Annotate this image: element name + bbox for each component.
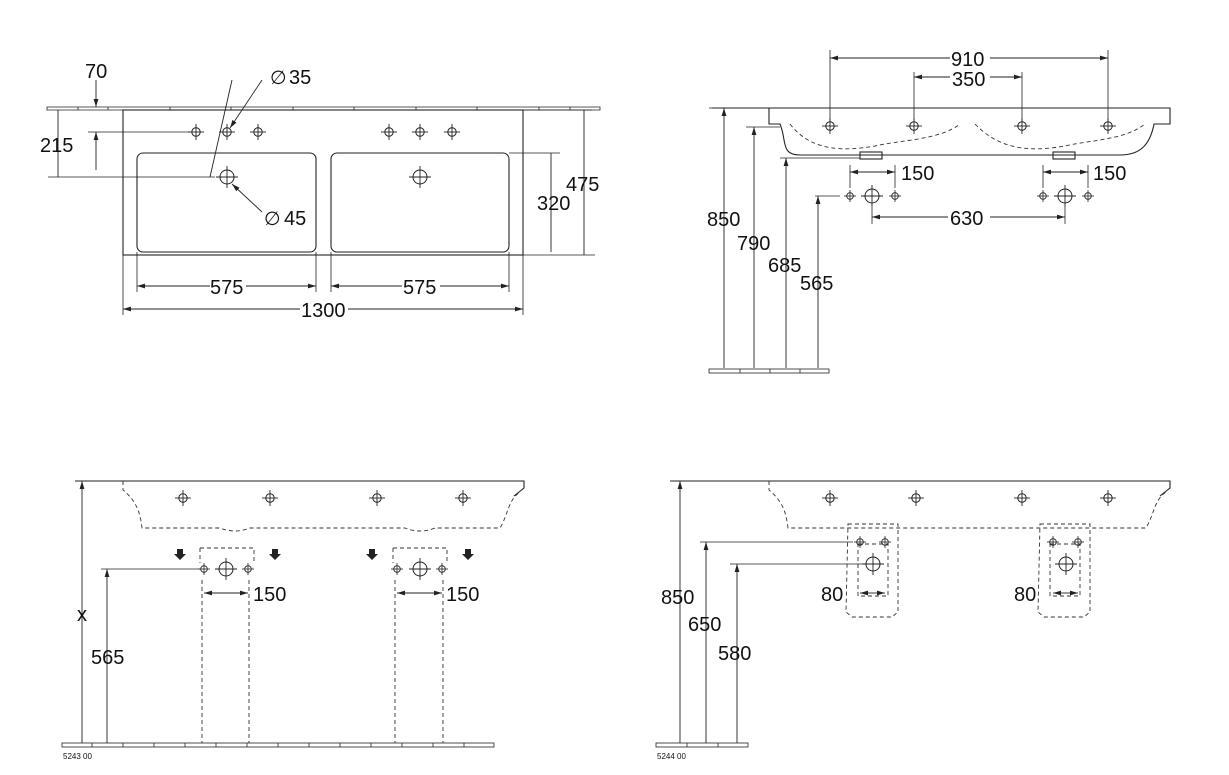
tap-hole-icon [174,489,192,507]
dim-inner-taps: 350 [952,69,985,91]
waste-hole-icon [215,165,239,189]
dim-outer-taps: 910 [951,49,984,71]
dim-outlet-height: 565 [91,647,124,669]
fixing-point-icon [853,535,867,549]
dim-outlet: 580 [718,643,751,665]
pedestal-view: 150 150 x 565 5243 00 [61,480,525,761]
right-bowl [330,152,510,253]
tap-hole-icon [454,489,472,507]
arrow-down-icon [366,549,378,560]
left-semipedestal [845,523,899,618]
top-view: 70 215 ∅ 35 ∅ 45 320 475 575 575 [40,61,601,322]
right-outlet [1052,151,1076,160]
dim-tap-spacing-right: 150 [1093,163,1126,185]
arrow-down-icon [462,549,474,560]
tap-hole-icon [905,117,923,135]
waste-hole-icon [408,165,432,189]
fixing-point-icon [1046,535,1060,549]
dim-height-bowl: 790 [737,233,770,255]
tap-hole-icon [1099,117,1117,135]
basin-outline [122,109,524,256]
dim-width-left: 80 [821,584,843,606]
diameter-icon: ∅ [270,67,287,89]
diameter-icon: ∅ [264,208,281,230]
tap-hole-icon [187,123,205,141]
tap-hole-icon [380,123,398,141]
fixing-point-icon [435,562,449,576]
drawing-code: 5244 00 [657,752,686,761]
dim-depth-to-hole: 215 [40,135,73,157]
tap-hole-icon [821,117,839,135]
basin-front-outline [712,107,1171,156]
left-bowl [136,152,317,253]
waste-hole-icon [408,557,432,581]
floor-line [655,742,749,748]
fixing-point-icon [1036,189,1050,203]
dim-height-waste: 685 [768,255,801,277]
fixing-point-icon [1081,189,1095,203]
dim-total-width: 1300 [301,300,346,322]
right-semipedestal [1037,523,1091,618]
tap-hole-icon [821,489,839,507]
fixing-point-icon [1071,535,1085,549]
dim-height-top: 850 [707,209,740,231]
tap-hole-icon [261,489,279,507]
fixing-point-icon [843,189,857,203]
dim-waste-hole: 45 [284,208,306,230]
dim-bowl-width-right: 575 [403,277,436,299]
dim-tap-spacing-left: 150 [901,163,934,185]
left-outlet [859,151,883,160]
tap-hole-icon [368,489,386,507]
waste-hole-icon [1053,184,1077,208]
dim-mid: 650 [688,614,721,636]
fixing-point-icon [888,189,902,203]
dim-total-depth: 475 [566,174,599,196]
dim-bowl-width-left: 575 [210,277,243,299]
arrow-down-icon [174,549,186,560]
dim-top: 850 [661,587,694,609]
arrow-down-icon [269,549,281,560]
fixing-point-icon [878,535,892,549]
dim-bowl-depth: 320 [537,193,570,215]
drawing-code: 5243 00 [63,752,92,761]
dim-tap-hole: 35 [289,67,311,89]
dim-width-right: 80 [1014,584,1036,606]
tap-hole-icon [907,489,925,507]
dim-spacing-right: 150 [446,584,479,606]
floor-line [708,368,830,374]
dim-spacing-left: 150 [253,584,286,606]
dim-waste-spacing: 630 [950,208,983,230]
dim-height-outlet: 565 [800,273,833,295]
waste-hole-icon [214,557,238,581]
tap-hole-icon [1013,489,1031,507]
fixing-point-icon [390,562,404,576]
semipedestal-view: 80 80 850 650 580 5244 00 [655,480,1171,761]
tap-hole-icon [443,123,461,141]
dim-overhang: 70 [85,61,107,83]
dim-x: x [77,604,87,626]
fixing-point-icon [241,562,255,576]
front-view: 910 350 150 150 630 [707,49,1171,374]
tap-hole-icon [249,123,267,141]
tap-hole-icon [1099,489,1117,507]
waste-hole-icon [861,552,885,576]
tap-hole-icon [411,123,429,141]
tap-hole-icon [1013,117,1031,135]
waste-hole-icon [860,184,884,208]
waste-hole-icon [1054,552,1078,576]
